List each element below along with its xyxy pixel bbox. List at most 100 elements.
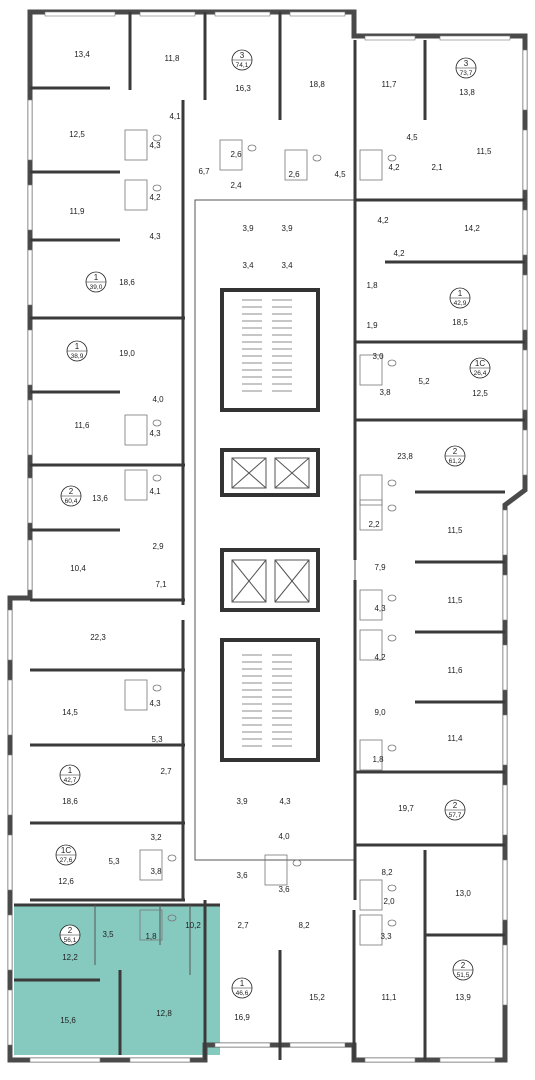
room-area: 3,4 [242,261,254,270]
window [214,1042,271,1048]
window [7,989,13,1046]
room-area: 3,5 [102,930,114,939]
bathtub-icon [284,149,308,181]
apartment-badge[interactable]: 2 60,4 [60,485,82,507]
window [27,539,33,591]
apartment-badge[interactable]: 1 42,7 [59,764,81,786]
room-area: 11,7 [382,80,398,89]
sink-icon [387,744,397,752]
window [7,754,13,816]
room-area: 4,2 [393,249,405,258]
apartment-badge[interactable]: 1 39,0 [85,271,107,293]
room-area: 1,8 [366,281,378,290]
room-area: 2,7 [160,767,172,776]
apartment-badge[interactable]: 1 42,9 [449,287,471,309]
core [194,199,356,861]
window [44,11,116,17]
sink-icon [152,134,162,142]
room-area: 15,2 [309,993,325,1002]
stairs-upper [242,299,292,392]
apartment-badge[interactable]: 2 51,5 [452,959,474,981]
bathtub-icon [139,909,163,941]
window [522,209,528,256]
bathtub-icon [359,879,383,911]
windows [7,11,528,1063]
room-area: 23,8 [397,452,413,461]
bathtub-icon [359,739,383,771]
room-area: 8,2 [298,921,310,930]
apartment-area: 51,5 [457,972,470,979]
sink-icon [387,594,397,602]
room-area: 3,8 [379,388,391,397]
room-area: 5,3 [151,735,163,744]
room-area: 3,0 [372,352,384,361]
bathtub-icon [124,179,148,211]
apartment-rooms: 2 [68,926,73,935]
room-area: 13,8 [459,88,475,97]
apartment-area: 60,4 [65,498,78,505]
window [7,834,13,891]
apartment-badge[interactable]: 2 56,1 [59,924,81,946]
room-labels: 13,4 11,8 16,3 18,8 11,7 13,8 4,1 12,5 4… [58,50,492,1025]
room-area: 10,2 [185,921,201,930]
apartment-area: 27,6 [60,857,73,864]
room-area: 4,2 [149,193,161,202]
apartment-area: 39,0 [90,284,103,291]
apartment-rooms: 1C [61,846,71,855]
room-area: 15,6 [60,1016,76,1025]
room-area: 11,5 [477,147,493,156]
apartment-badge[interactable]: 1C 26,4 [469,357,491,379]
apartment-badge[interactable]: 1 38,9 [66,340,88,362]
apartment-area: 73,7 [460,70,473,77]
room-area: 4,3 [149,141,161,150]
window [27,399,33,456]
window [139,11,196,17]
window [129,1057,191,1063]
window [522,349,528,411]
sink-icon [387,919,397,927]
apartment-badge[interactable]: 3 74,1 [231,49,253,71]
room-area: 13,9 [455,993,471,1002]
room-area: 12,5 [472,389,488,398]
window [29,1057,101,1063]
sink-icon [312,154,322,162]
apartment-area: 46,6 [236,990,249,997]
room-area: 13,0 [455,889,471,898]
room-area: 3,3 [380,932,392,941]
room-area: 2,4 [230,181,242,190]
room-area: 2,6 [288,170,300,179]
room-area: 13,6 [92,494,108,503]
apartment-badges: 3 74,1 3 73,7 1 39,0 1 42,9 1 38,9 1C 26… [55,49,491,999]
room-area: 12,6 [58,877,74,886]
room-area: 7,1 [155,580,167,589]
apartment-badge[interactable]: 2 57,7 [444,799,466,821]
window [522,429,528,476]
window [214,11,271,17]
window [502,784,508,836]
apartment-rooms: 2 [453,447,458,456]
room-area: 2,6 [230,150,242,159]
bathtub-icon [124,679,148,711]
sink-icon [387,359,397,367]
apartment-badge[interactable]: 2 61,2 [444,445,466,467]
apartment-badge[interactable]: 1C 27,6 [55,844,77,866]
room-area: 4,0 [152,395,164,404]
apartment-badge[interactable]: 3 73,7 [455,57,477,79]
room-area: 3,8 [150,867,162,876]
window [502,714,508,766]
apartment-badge[interactable]: 1 46,6 [231,977,253,999]
window [27,99,33,161]
room-area: 2,7 [237,921,249,930]
window [27,184,33,231]
room-area: 4,2 [388,163,400,172]
room-area: 4,5 [334,170,346,179]
room-area: 14,5 [62,708,78,717]
room-area: 11,5 [448,596,464,605]
apartment-rooms: 3 [240,51,245,60]
room-area: 11,4 [448,734,464,743]
apartment-area: 74,1 [236,62,249,69]
room-area: 3,6 [278,885,290,894]
apartment-rooms: 1 [240,979,245,988]
room-area: 12,5 [69,130,85,139]
